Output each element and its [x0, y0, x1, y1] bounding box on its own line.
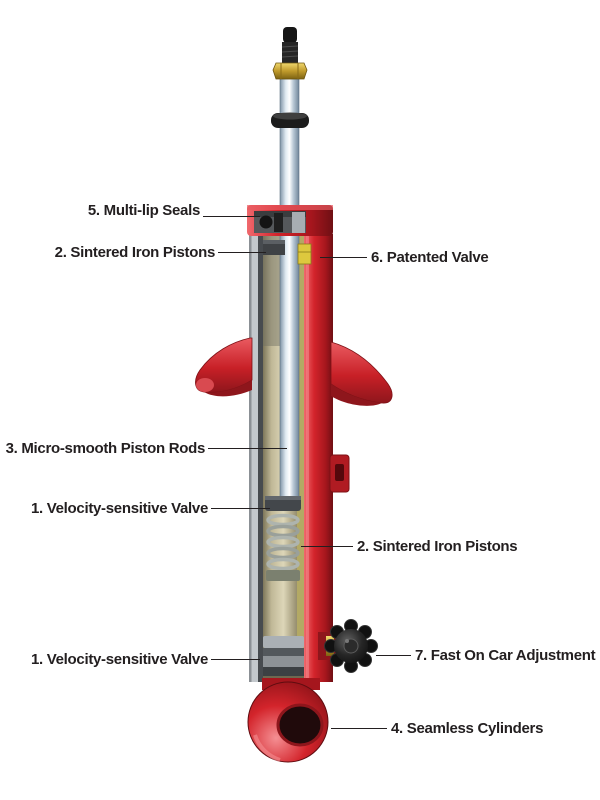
leader-sintered-iron-pistons-lower: [301, 546, 353, 547]
side-bracket: [329, 454, 350, 493]
label-fast-on-car-adjustment: 7. Fast On Car Adjustment: [415, 647, 596, 664]
lower-valve-stack: [263, 636, 304, 682]
piston-rod: [279, 78, 300, 504]
piston-spring-assembly: [265, 496, 301, 581]
bottom-eyelet: [247, 678, 329, 763]
label-sintered-iron-pistons-lower: 2. Sintered Iron Pistons: [357, 538, 518, 555]
leader-fast-on-car-adjustment: [376, 655, 411, 656]
label-velocity-sensitive-valve-lower: 1. Velocity-sensitive Valve: [30, 651, 208, 668]
upper-sintered-piston: [263, 240, 285, 255]
brass-nut: [272, 62, 308, 80]
label-velocity-sensitive-valve-upper: 1. Velocity-sensitive Valve: [30, 500, 208, 517]
label-seamless-cylinders: 4. Seamless Cylinders: [391, 720, 544, 737]
leader-sintered-iron-pistons-upper: [218, 252, 266, 253]
leader-velocity-sensitive-valve-lower: [211, 659, 260, 660]
patented-valve-part: [297, 243, 312, 265]
leader-patented-valve: [320, 257, 367, 258]
label-multi-lip-seals: 5. Multi-lip Seals: [87, 202, 200, 219]
spring-seat-flange: [195, 337, 393, 406]
label-patented-valve: 6. Patented Valve: [371, 249, 489, 266]
leader-velocity-sensitive-valve-upper: [211, 508, 270, 509]
leader-seamless-cylinders: [331, 728, 387, 729]
rod-tip: [281, 27, 299, 64]
adjustment-knob: [318, 619, 378, 673]
top-cap-seals: [247, 205, 333, 236]
leader-multi-lip-seals: [203, 216, 260, 217]
bump-collar: [271, 112, 309, 128]
label-sintered-iron-pistons-upper: 2. Sintered Iron Pistons: [54, 244, 216, 261]
label-micro-smooth-piston-rods: 3. Micro-smooth Piston Rods: [5, 440, 206, 457]
leader-micro-smooth-piston-rods: [208, 448, 287, 449]
